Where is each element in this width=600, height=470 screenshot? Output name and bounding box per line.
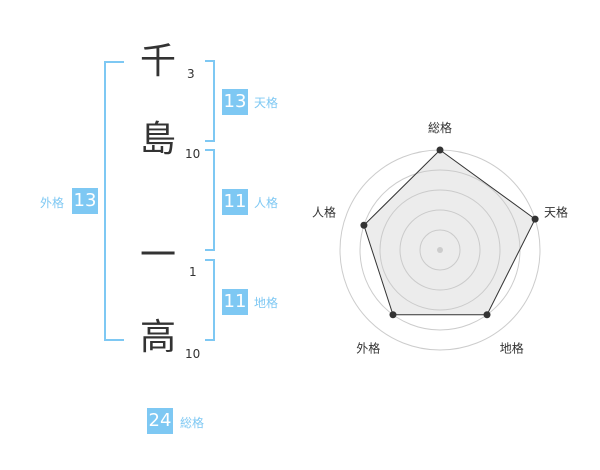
stroke-count-4: 10 <box>185 347 201 361</box>
name-char-1: 千 <box>140 41 177 82</box>
soukaku-badge: 24 <box>147 408 173 434</box>
chikaku-bracket <box>205 259 215 341</box>
name-char-2: 島 <box>140 119 177 160</box>
name-char-3: 一 <box>140 235 177 276</box>
soukaku-label: 総格 <box>180 416 205 430</box>
gaikaku-label: 外格 <box>40 196 65 210</box>
radar-label-4: 外格 <box>356 341 380 356</box>
stroke-count-2: 10 <box>185 147 201 161</box>
radar-point-4 <box>389 311 397 319</box>
radar-label-5: 人格 <box>312 204 336 219</box>
radar-label-2: 天格 <box>544 204 568 219</box>
radar-point-1 <box>436 146 444 154</box>
chikaku-label: 地格 <box>254 296 279 310</box>
radar-point-2 <box>531 215 539 223</box>
jinkaku-badge: 11 <box>222 189 248 215</box>
tenkaku-badge: 13 <box>222 89 248 115</box>
tenkaku-label: 天格 <box>254 96 279 110</box>
gaikaku-badge: 13 <box>72 188 98 214</box>
radar-label-1: 総格 <box>428 120 452 135</box>
jinkaku-bracket <box>205 149 215 251</box>
stroke-count-3: 1 <box>189 265 197 279</box>
name-char-4: 高 <box>140 317 177 358</box>
radar-point-5 <box>360 221 368 229</box>
radar-area <box>363 149 536 316</box>
stroke-count-1: 3 <box>187 67 195 81</box>
chikaku-badge: 11 <box>222 289 248 315</box>
gaikaku-bracket <box>104 61 124 341</box>
radar-label-3: 地格 <box>500 341 524 356</box>
jinkaku-label: 人格 <box>254 196 279 210</box>
radar-center-dot <box>437 247 443 253</box>
radar-point-3 <box>483 311 491 319</box>
tenkaku-bracket <box>205 60 215 142</box>
